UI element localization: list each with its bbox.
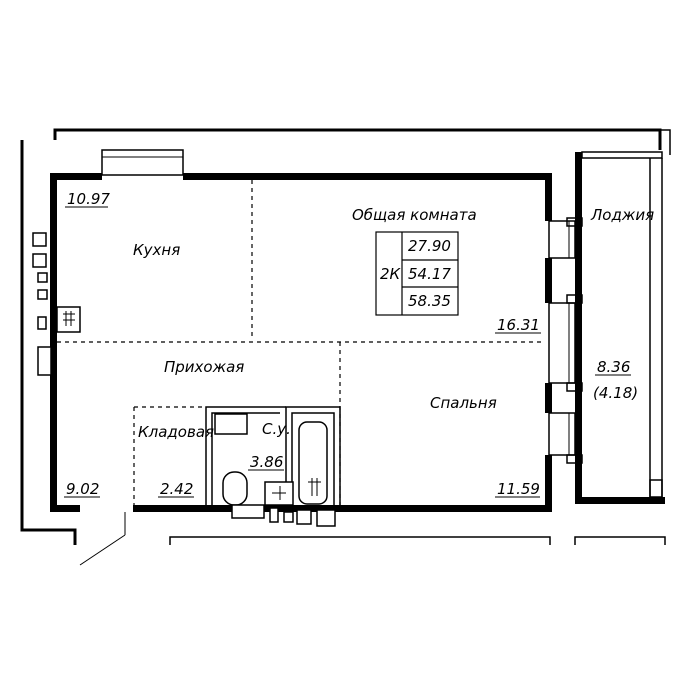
room-labels: Кухня Общая комната Лоджия Прихожая Клад… (133, 206, 654, 441)
room-label-storage: Кладовая (138, 423, 214, 441)
room-area-hallway: 9.02 (66, 480, 99, 498)
room-areas: 10.97 16.31 8.36 (4.18) 9.02 2.42 3.86 1… (64, 190, 638, 498)
room-area-loggia: 8.36 (597, 358, 630, 376)
toilet-tank-icon (231, 504, 265, 519)
pipe-icon (269, 507, 279, 523)
stove-burner-icon (37, 289, 48, 300)
room-label-bedroom: Спальня (430, 394, 497, 412)
toilet-icon (222, 471, 248, 506)
room-label-kitchen: Кухня (133, 241, 180, 259)
outlet-icon (37, 316, 47, 330)
kitchen-fixtures (32, 232, 81, 376)
room-area-loggia-reduced: (4.18) (593, 384, 638, 402)
total-with-loggia-value: 58.35 (408, 292, 451, 310)
building-context (20, 128, 671, 545)
pipe-icon (316, 509, 336, 527)
stove-burner-icon (32, 232, 47, 247)
room-area-kitchen: 10.97 (67, 190, 110, 208)
area-summary-box: 2К 27.90 54.17 58.35 (375, 231, 459, 316)
room-area-bathroom: 3.86 (250, 453, 283, 471)
washing-machine-icon (214, 413, 248, 435)
room-label-loggia: Лоджия (590, 206, 654, 224)
stove-burner-icon (32, 253, 47, 268)
room-label-living: Общая комната (352, 206, 477, 224)
room-label-bathroom: С.у. (262, 420, 291, 438)
total-area-value: 54.17 (408, 265, 451, 283)
loggia (566, 151, 665, 504)
pipe-icon (283, 511, 294, 523)
room-area-bedroom: 11.59 (497, 480, 540, 498)
pipe-icon (296, 509, 312, 525)
room-area-living: 16.31 (497, 316, 540, 334)
bathroom-walls (205, 406, 341, 505)
apartment-type: 2К (380, 265, 402, 283)
living-area-value: 27.90 (408, 237, 451, 255)
room-label-hallway: Прихожая (164, 358, 244, 376)
bathtub-icon (298, 421, 328, 505)
radiator-icon (37, 346, 52, 376)
room-area-storage: 2.42 (160, 480, 193, 498)
stove-burner-icon (37, 272, 48, 283)
bathroom-fixtures (214, 413, 336, 527)
